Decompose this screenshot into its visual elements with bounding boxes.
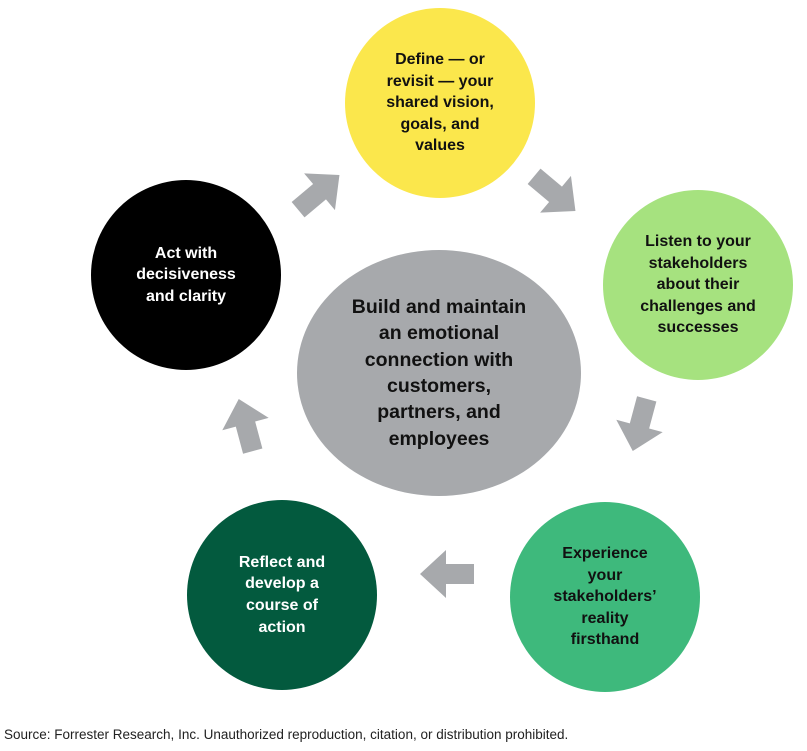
arrow-define-to-listen bbox=[527, 168, 576, 213]
step-define-label: Define — or revisit — your shared vision… bbox=[386, 51, 494, 155]
step-experience-circle: Experience your stakeholders’ reality fi… bbox=[510, 502, 700, 692]
step-listen-circle: Listen to your stakeholders about their … bbox=[603, 190, 793, 380]
arrow-experience-to-reflect bbox=[420, 550, 474, 598]
arrow-reflect-to-act bbox=[222, 398, 269, 454]
center-label: Build and maintain an emotional connecti… bbox=[351, 296, 527, 450]
step-define-circle: Define — or revisit — your shared vision… bbox=[345, 8, 535, 198]
step-reflect-label: Reflect and develop a course of action bbox=[238, 553, 326, 636]
step-act-label: Act with decisiveness and clarity bbox=[136, 244, 236, 305]
center-circle: Build and maintain an emotional connecti… bbox=[297, 250, 581, 496]
source-note: Source: Forrester Research, Inc. Unautho… bbox=[4, 727, 569, 742]
arrow-act-to-define bbox=[291, 173, 340, 218]
step-reflect-circle: Reflect and develop a course of action bbox=[187, 500, 377, 690]
arrow-listen-to-experience bbox=[616, 396, 663, 452]
step-act-circle: Act with decisiveness and clarity bbox=[91, 180, 281, 370]
step-listen-label: Listen to your stakeholders about their … bbox=[640, 233, 756, 337]
step-experience-label: Experience your stakeholders’ reality fi… bbox=[553, 545, 657, 649]
